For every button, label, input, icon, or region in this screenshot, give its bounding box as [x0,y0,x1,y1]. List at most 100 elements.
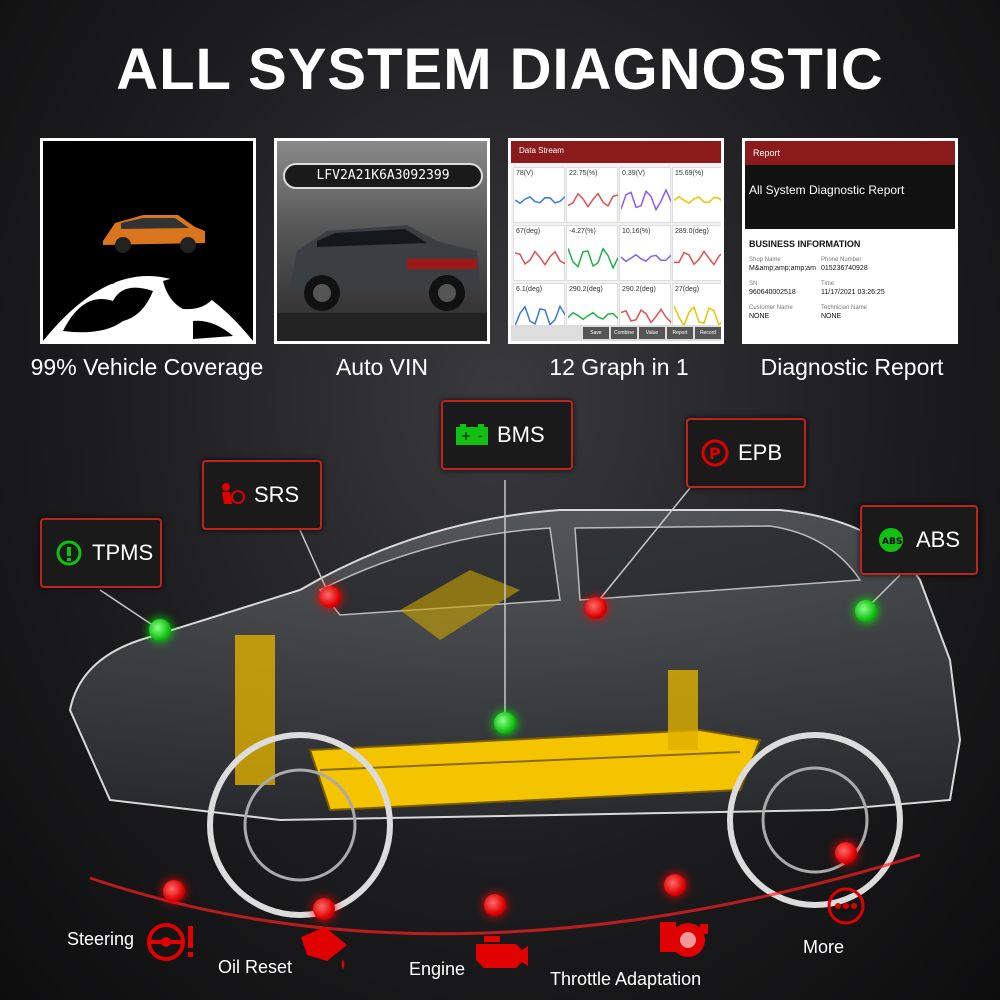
abs-status-dot [855,600,877,622]
srs-status-dot [319,586,341,608]
more-icon[interactable] [826,886,866,926]
graph-cell: 289.0(deg) [672,225,721,281]
oil-can-icon [301,927,347,969]
data-stream-toolbar: Save Sample Combine Value Report Record [511,325,721,341]
svg-text:ABS: ABS [882,537,902,547]
suv-photo-icon [277,225,487,341]
headline: ALL SYSTEM DIAGNOSTIC [116,37,884,102]
abs-callout[interactable]: ABS ABS [860,505,978,575]
srs-label: SRS [254,482,300,507]
business-info-heading: BUSINESS INFORMATION [749,239,861,249]
graph-trace [515,304,565,327]
auto-vin-card: LFV2A21K6A3092399 [274,138,490,344]
graph-cell: 0.39(V) [619,167,671,223]
graph-value: 289.0(deg) [675,228,709,235]
report-field-name: Technician Name [821,305,868,311]
tpms-callout[interactable]: TPMS [40,518,162,588]
graph-trace [515,196,565,205]
airbag-icon [222,483,245,504]
graph-trace [674,195,721,205]
graph-value: -4.27(%) [569,228,596,235]
throttle-icon [660,922,708,957]
graph-value: 290.2(deg) [569,286,603,293]
report-field-value: NONE [749,313,770,320]
graph-value: 27(deg) [675,286,700,293]
arc-dot [163,880,185,902]
engine-label[interactable]: Engine [409,959,466,979]
graph-trace [621,307,671,324]
graph-trace [621,188,671,212]
report-header: Report [745,141,955,165]
oil-reset-label[interactable]: Oil Reset [218,957,293,977]
report-field-value: 015236740928 [821,265,868,272]
record-button[interactable]: Record [695,327,721,339]
graph-trace [515,250,565,267]
epb-status-dot [585,597,607,619]
graph-trace [674,250,721,266]
graph-trace [621,253,671,263]
report-field-name: Phone Number [821,257,862,263]
graph-value: 10.16(%) [622,228,651,235]
graph-trace [674,305,721,328]
arc-dot [835,842,857,864]
world-map-globe-icon [43,215,253,341]
steering-label[interactable]: Steering [67,929,135,949]
battery-icon: + - [456,424,488,445]
value-button[interactable]: Value [639,327,665,339]
graph-trace [568,192,618,209]
srs-callout[interactable]: SRS [202,460,322,530]
arc-dot [484,894,506,916]
report-field-name: Shop Name [749,257,781,263]
svg-text:-: - [478,429,482,443]
svg-text:+: + [461,429,471,443]
graph-cell: 15.69(%) [672,167,721,223]
data-stream-header: Data Stream [511,141,721,163]
arc-dot [313,898,335,920]
graph-value: 22.75(%) [569,170,598,177]
data-stream-title: Data Stream [519,146,564,155]
parking-brake-icon: P [701,439,729,467]
epb-label: EPB [738,440,783,465]
engine-icon [476,936,528,968]
graph-cell: 78(V) [513,167,565,223]
bms-label: BMS [497,422,545,447]
graph-value: 0.39(V) [622,170,645,177]
more-label[interactable]: More [803,937,845,957]
arc-dot [664,874,686,896]
graph-trace [568,247,618,270]
combine-button[interactable]: Combine [611,327,637,339]
feature-label-auto-vin: Auto VIN [335,354,429,380]
graph-value: 67(deg) [516,228,541,235]
abs-icon: ABS [879,528,903,552]
report-banner: All System Diagnostic Report [745,165,955,229]
report-bar-title: Report [753,148,781,158]
bms-callout[interactable]: + - BMS [441,400,573,470]
graph-value: 15.69(%) [675,170,704,177]
graph-value: 6.1(deg) [516,286,543,293]
graph-cell: 22.75(%) [566,167,618,223]
svg-text:P: P [709,444,721,463]
tpms-label: TPMS [92,540,154,565]
graph-value: 78(V) [516,170,534,177]
abs-label: ABS [916,527,961,552]
report-field-value: NONE [821,313,842,320]
report-field-name: Time [821,281,835,287]
report-field-name: SN [749,281,758,287]
graph-value: 290.2(deg) [622,286,656,293]
report-field-value: M&amp;amp;amp;am [749,265,816,272]
bms-status-dot [494,712,516,734]
tpms-status-dot [149,619,171,641]
save-sample-button[interactable]: Save Sample [583,327,609,339]
vehicle-coverage-card [40,138,256,344]
report-banner-title: All System Diagnostic Report [749,183,905,197]
report-field-value: 960640002518 [749,289,796,296]
graph-trace [568,311,618,321]
report-button[interactable]: Report [667,327,693,339]
feature-label-report: Diagnostic Report [760,354,944,380]
feature-label-coverage: 99% Vehicle Coverage [30,354,264,380]
diagnostic-report-card: Report All System Diagnostic Report BUSI… [742,138,958,344]
graph-cell: 67(deg) [513,225,565,281]
throttle-adaptation-label[interactable]: Throttle Adaptation [550,969,702,989]
epb-callout[interactable]: P EPB [686,418,806,488]
data-stream-card: Data Stream 78(V) 22.75(%) 0.39(V) 15.69(%)… [508,138,724,344]
